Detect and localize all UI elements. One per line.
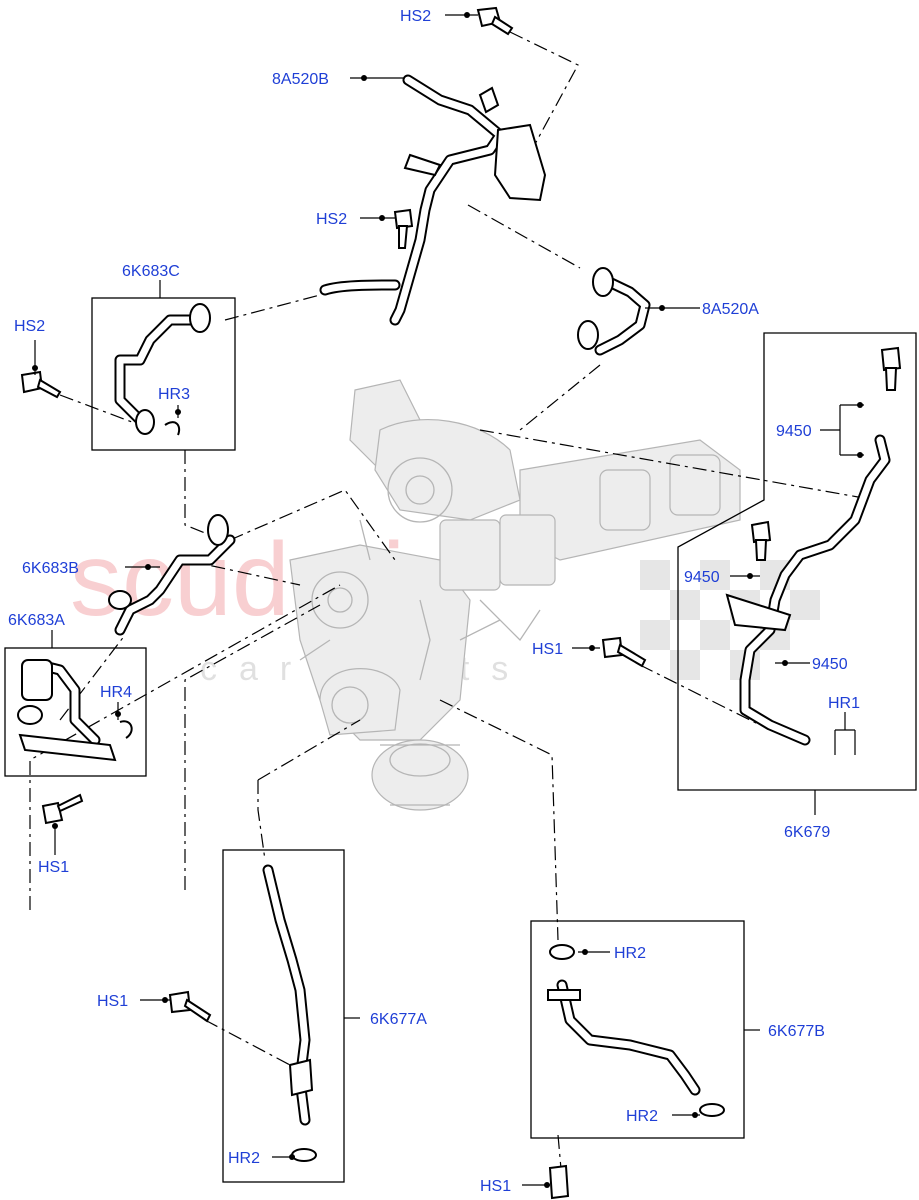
label-6k679: 6K679 <box>784 824 830 841</box>
label-9450-low: 9450 <box>812 656 848 673</box>
callout-labels: HS2 8A520B HS2 6K683C HS2 HR3 8A520A 945… <box>8 8 860 1195</box>
label-hs1-bottom: HS1 <box>480 1178 511 1195</box>
pipe-6k683c <box>114 303 211 436</box>
label-8a520a: 8A520A <box>702 301 759 318</box>
bolt-hs1-mid <box>601 636 647 668</box>
label-hs2-mid: HS2 <box>316 211 347 228</box>
checkered-flag-mark <box>640 560 820 680</box>
label-hr2-b-top: HR2 <box>614 945 646 962</box>
pipe-8a520a <box>577 267 651 356</box>
label-hr3: HR3 <box>158 386 190 403</box>
box-6k679 <box>677 332 917 791</box>
label-hs1-mid: HS1 <box>532 641 563 658</box>
box-6k683a <box>4 647 147 777</box>
label-6k683c: 6K683C <box>122 263 180 280</box>
label-hs1-a: HS1 <box>97 993 128 1010</box>
pipe-6k677a <box>262 864 317 1162</box>
label-6k677b: 6K677B <box>768 1023 825 1040</box>
pipe-6k679 <box>725 346 902 746</box>
assembly-boxes <box>4 297 917 1183</box>
label-6k683a: 6K683A <box>8 612 65 629</box>
label-hr2-b-bot: HR2 <box>626 1108 658 1125</box>
pipe-8a520b <box>319 74 547 326</box>
bolt-hs1-bottom <box>548 1164 570 1200</box>
label-hs2-left: HS2 <box>14 318 45 335</box>
label-hr2-a: HR2 <box>228 1150 260 1167</box>
bolt-hs2-left <box>20 370 62 399</box>
box-6k683c <box>91 297 236 451</box>
label-6k683b: 6K683B <box>22 560 79 577</box>
label-hr4: HR4 <box>100 684 132 701</box>
pipe-6k677b <box>547 944 725 1117</box>
bolt-hs2-top <box>476 6 514 36</box>
label-9450-top: 9450 <box>776 423 812 440</box>
pipe-6k683b <box>108 514 236 636</box>
bolt-hs2-mid <box>393 208 414 249</box>
pipe-6k683a <box>17 659 133 762</box>
label-9450-mid: 9450 <box>684 569 720 586</box>
leader-lines <box>32 12 864 1188</box>
engine-turbo-assembly <box>289 379 741 811</box>
label-8a520b: 8A520B <box>272 71 329 88</box>
bolt-hs1-a <box>168 990 212 1023</box>
label-6k677a: 6K677A <box>370 1011 427 1028</box>
label-hr1: HR1 <box>828 695 860 712</box>
label-hs1-left: HS1 <box>38 859 69 876</box>
bolt-hs1-left <box>41 793 84 825</box>
box-6k677a <box>222 849 345 1183</box>
label-hs2-top: HS2 <box>400 8 431 25</box>
